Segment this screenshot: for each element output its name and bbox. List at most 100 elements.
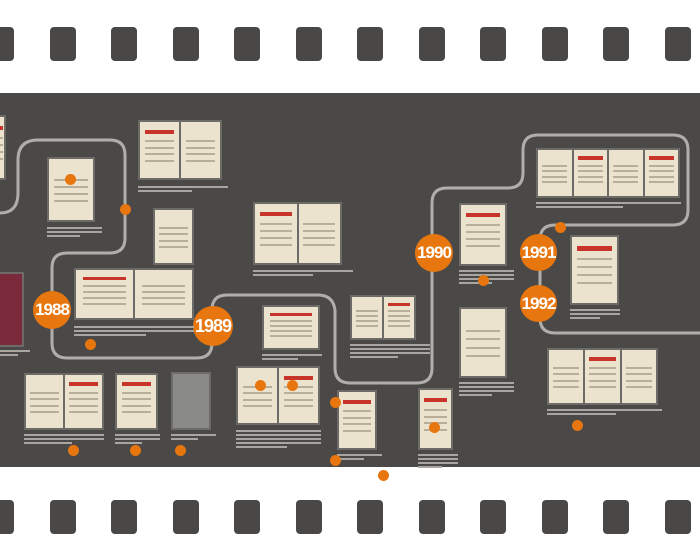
archive-document-image (153, 208, 194, 265)
sprocket-hole (418, 500, 445, 534)
timeline-pin-marker (555, 222, 566, 233)
timeline-pin-marker (255, 380, 266, 391)
timeline-pin-marker (65, 174, 76, 185)
document-page (0, 117, 4, 178)
document-caption (337, 454, 382, 464)
document-page (76, 270, 133, 318)
year-badge-1990: 1990 (415, 234, 453, 272)
timeline-pin-marker (175, 445, 186, 456)
timeline-pin-marker (120, 204, 131, 215)
document-page (572, 237, 617, 303)
year-badge-1991: 1991 (520, 234, 557, 271)
document-caption (459, 382, 514, 396)
timeline-pin-marker (85, 339, 96, 350)
archive-document-image (337, 390, 377, 450)
timeline-pin-marker (130, 445, 141, 456)
archive-document-image (536, 148, 680, 198)
document-caption (418, 454, 458, 468)
sprocket-hole (295, 27, 322, 61)
sprocket-hole (603, 500, 629, 534)
year-badge-1989: 1989 (193, 306, 233, 346)
document-page (352, 297, 382, 338)
document-page (279, 368, 318, 423)
sprocket-hole (480, 500, 506, 534)
document-caption (138, 186, 228, 196)
year-badge-1992: 1992 (520, 285, 557, 322)
document-page (140, 122, 179, 178)
timeline-pin-marker (478, 275, 489, 286)
timeline-pin-marker (330, 397, 341, 408)
sprocket-hole (295, 500, 322, 534)
sprocket-hole (541, 27, 568, 61)
document-page (238, 368, 277, 423)
document-caption (536, 202, 681, 212)
document-caption (253, 270, 353, 280)
sprocket-hole (49, 27, 76, 61)
document-page (255, 204, 297, 263)
archive-document-image (350, 295, 416, 340)
document-caption (47, 227, 102, 237)
document-page (65, 375, 102, 428)
archive-document-image (115, 373, 158, 430)
archive-document-image (418, 388, 453, 450)
timeline-pin-marker (378, 470, 389, 481)
sprocket-hole (418, 27, 445, 61)
document-page (155, 210, 192, 263)
document-page (461, 205, 505, 264)
document-caption (547, 409, 662, 419)
timeline-path (0, 133, 700, 385)
archive-document-image (171, 372, 211, 430)
document-caption (570, 309, 620, 319)
document-caption (115, 434, 160, 444)
document-caption (24, 434, 104, 444)
document-page (339, 392, 375, 448)
document-page (609, 150, 643, 196)
sprocket-hole (111, 500, 137, 534)
document-page (644, 150, 678, 196)
document-caption (262, 354, 322, 364)
timeline-pin-marker (572, 420, 583, 431)
sprocket-hole (0, 27, 14, 61)
sprocket-hole (541, 500, 568, 534)
archive-document-image (24, 373, 104, 430)
sprocket-hole (480, 27, 506, 61)
document-page (585, 350, 620, 403)
document-page (573, 150, 607, 196)
timeline-pin-marker (287, 380, 298, 391)
timeline-pin-marker (68, 445, 79, 456)
document-page (621, 350, 656, 403)
archive-document-image (570, 235, 619, 305)
archive-document-image (253, 202, 342, 265)
document-page (420, 390, 451, 448)
archive-document-image (47, 157, 95, 222)
document-page (0, 274, 22, 345)
document-caption (350, 344, 430, 358)
document-page (298, 204, 340, 263)
archive-document-image (0, 272, 24, 347)
sprocket-hole (234, 500, 260, 534)
document-page (181, 122, 220, 178)
document-caption (171, 434, 216, 444)
timeline-pin-marker (330, 455, 341, 466)
document-page (549, 350, 584, 403)
sprocket-hole (234, 27, 260, 61)
document-page (384, 297, 414, 338)
document-caption (0, 350, 30, 360)
archive-document-image (74, 268, 194, 320)
document-page (49, 159, 93, 220)
document-page (461, 309, 505, 376)
document-page (538, 150, 572, 196)
sprocket-hole (357, 27, 383, 61)
sprocket-hole (0, 500, 14, 534)
sprocket-hole (603, 27, 629, 61)
document-page (264, 307, 318, 348)
document-page (135, 270, 192, 318)
year-badge-1988: 1988 (33, 291, 71, 329)
archive-document-image (459, 307, 507, 378)
sprocket-hole (357, 500, 383, 534)
document-page (26, 375, 63, 428)
archive-document-image (547, 348, 658, 405)
archive-document-image (138, 120, 222, 180)
sprocket-hole (172, 27, 199, 61)
document-page (173, 374, 209, 428)
